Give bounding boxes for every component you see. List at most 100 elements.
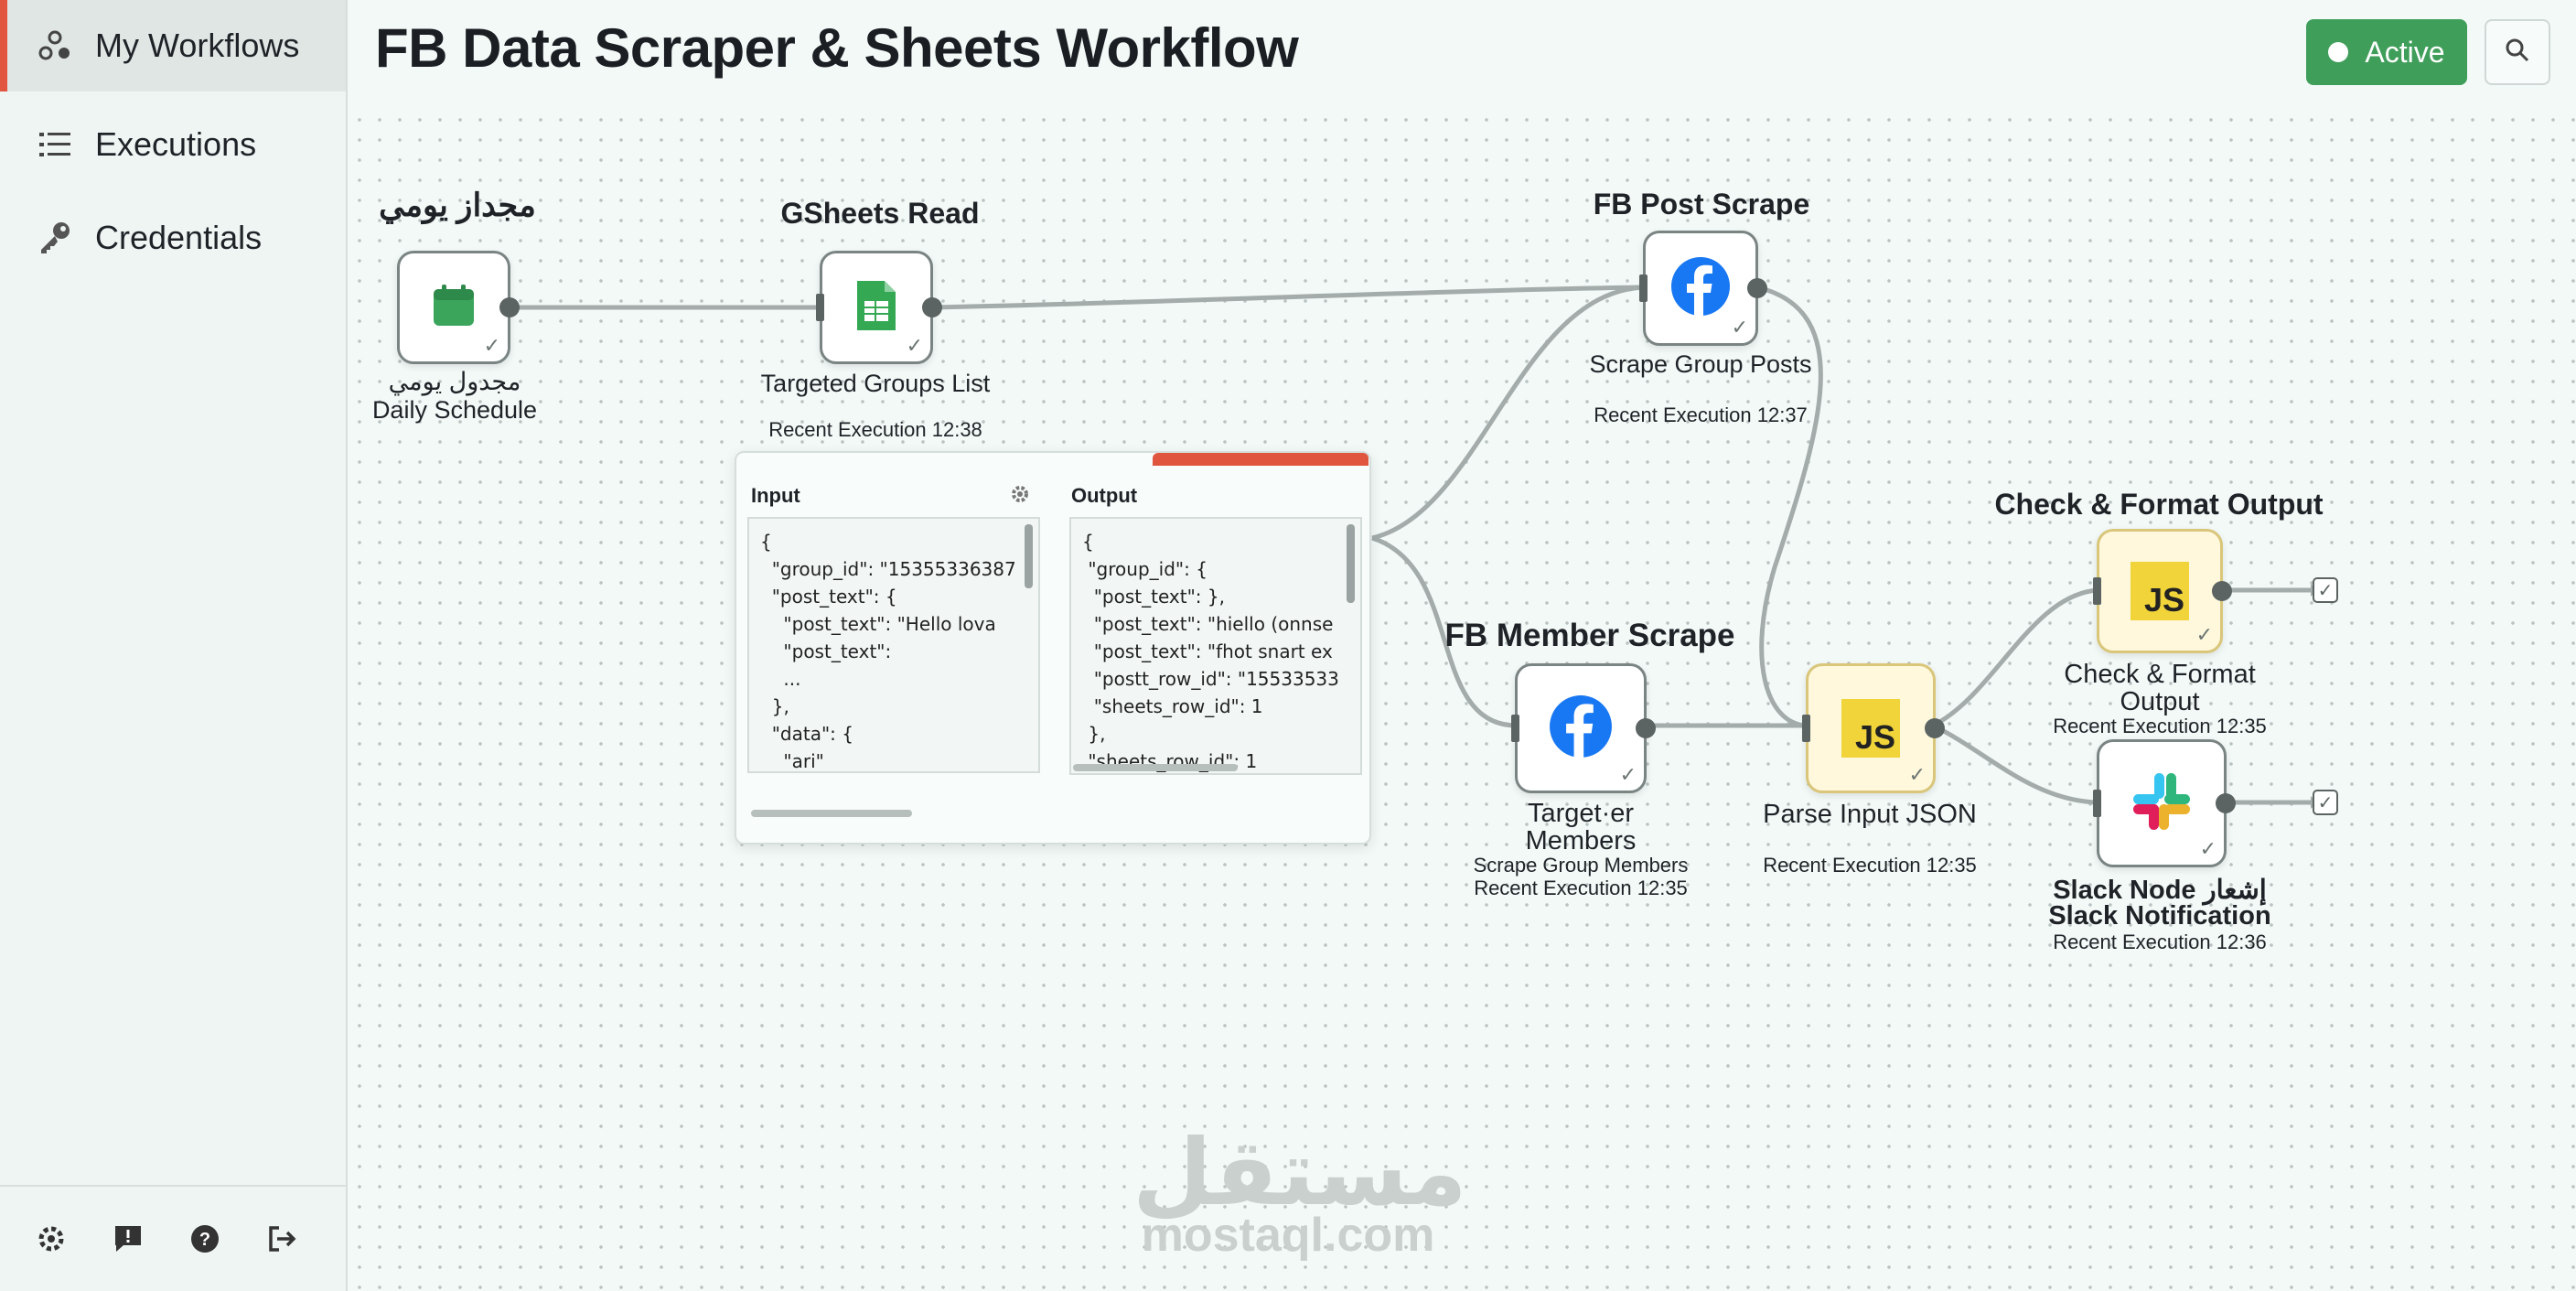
node-data-panel: Input Output { "group_id": "15355336387 … [735, 451, 1371, 845]
slack-node[interactable]: ✓ [2093, 739, 2236, 867]
javascript-icon: JS [2131, 562, 2189, 620]
output-json-view[interactable]: { "group_id": { "post_text": }, "post_te… [1069, 517, 1362, 775]
gsheets-heading: GSheets Read [780, 197, 980, 230]
input-port[interactable] [1511, 715, 1519, 742]
google-sheets-icon [855, 279, 897, 337]
fb-post-heading: FB Post Scrape [1593, 188, 1810, 221]
input-title: Input [751, 484, 800, 507]
active-toggle-button[interactable]: Active [2306, 19, 2467, 85]
status-dot-icon [2328, 42, 2349, 62]
code-line: "post_text": "fhot snart ex [1082, 640, 1333, 662]
input-port[interactable] [1639, 274, 1648, 302]
code-line: "group_id": "15355336387 [760, 558, 1016, 580]
success-check-icon: ✓ [2199, 837, 2216, 860]
code-line: { [1082, 531, 1094, 553]
watermark-latin: mostaql.com [1141, 1209, 1435, 1262]
output-title: Output [1071, 484, 1138, 507]
fb-member-heading: FB Member Scrape [1444, 618, 1735, 653]
parse-json-node[interactable]: JS ✓ [1802, 663, 1945, 793]
code-line: "post_text": }, [1082, 586, 1225, 608]
fb-member-node[interactable]: ✓ [1511, 663, 1656, 793]
output-port[interactable] [1925, 718, 1945, 738]
workflows-icon [35, 26, 75, 66]
code-line: "post_text": "Hello lova [760, 613, 996, 635]
edge-panel-fbmember [1371, 535, 1516, 728]
facebook-icon [1670, 256, 1731, 321]
sidebar: My Workflows Executions Credentials ? [0, 0, 348, 1291]
slack-icon [2130, 769, 2194, 838]
page-title: FB Data Scraper & Sheets Workflow [375, 17, 1299, 79]
scrollbar[interactable] [1347, 524, 1355, 603]
fb-member-name-1: Target·er [1527, 799, 1635, 828]
sidebar-item-executions[interactable]: Executions [0, 99, 346, 190]
edge-parse-check [1931, 587, 2098, 728]
facebook-icon [1549, 694, 1613, 763]
gsheets-exec: Recent Execution 12:38 [768, 418, 982, 441]
output-port[interactable] [2216, 793, 2236, 813]
input-port[interactable] [1802, 715, 1810, 742]
scrollbar[interactable] [751, 810, 912, 817]
input-port[interactable] [816, 294, 824, 321]
code-line: "postt_row_id": "15533533 [1082, 668, 1339, 690]
success-check-icon: ✓ [1619, 763, 1637, 786]
output-port[interactable] [2212, 581, 2232, 601]
fb-member-name-2: Members [1525, 826, 1637, 855]
edge-panel-fbpost [1371, 285, 1645, 541]
help-icon[interactable]: ? [187, 1221, 223, 1257]
search-button[interactable] [2485, 19, 2550, 85]
key-icon [35, 218, 75, 258]
edge-gsheets-fbpost [930, 285, 1645, 310]
sidebar-item-label: Executions [95, 125, 257, 163]
output-port[interactable] [1636, 718, 1656, 738]
code-line: "data": { [760, 723, 853, 745]
edge-parse-slack [1931, 723, 2098, 805]
code-line: }, [1082, 723, 1106, 745]
check-format-node[interactable]: JS ✓ [2093, 529, 2232, 653]
input-port[interactable] [2093, 790, 2101, 817]
fb-post-name: Scrape Group Posts [1589, 350, 1812, 378]
check-name-1: Check & Format [2064, 660, 2256, 689]
scrollbar[interactable] [1073, 764, 1238, 771]
settings-icon[interactable] [33, 1221, 70, 1257]
fb-post-node[interactable]: ✓ [1639, 231, 1767, 346]
edge-fbpost-parse [1756, 285, 1823, 728]
list-icon [35, 124, 75, 165]
gear-icon[interactable] [1009, 483, 1031, 510]
search-icon [2505, 38, 2530, 68]
output-check-box[interactable]: ✓ [2313, 577, 2338, 603]
schedule-heading: مجداز يومي [379, 188, 536, 223]
output-port[interactable] [922, 297, 942, 317]
code-line: "ari" [760, 750, 824, 772]
schedule-name: Daily Schedule [371, 396, 538, 424]
check-heading: Check & Format Output [1994, 488, 2324, 521]
logout-icon[interactable] [263, 1221, 300, 1257]
code-line: "sheets_row_id": 1 [1082, 695, 1263, 717]
sidebar-item-my-workflows[interactable]: My Workflows [0, 0, 346, 91]
scrollbar[interactable] [1025, 524, 1033, 588]
sidebar-item-credentials[interactable]: Credentials [0, 192, 346, 284]
schedule-node[interactable]: ✓ [397, 251, 520, 364]
output-check-box[interactable]: ✓ [2313, 790, 2338, 815]
slack-exec: Recent Execution 12:36 [2053, 931, 2267, 953]
calendar-icon [428, 280, 479, 336]
parse-json-name: Parse Input JSON [1763, 800, 1977, 829]
output-port[interactable] [1747, 278, 1767, 298]
fb-post-exec: Recent Execution 12:37 [1594, 403, 1808, 426]
success-check-icon: ✓ [906, 334, 923, 357]
sidebar-item-label: My Workflows [95, 27, 300, 64]
code-line: "post_text": { [760, 586, 897, 608]
output-port[interactable] [499, 297, 520, 317]
sidebar-footer: ? [0, 1185, 346, 1291]
success-check-icon: ✓ [2195, 623, 2213, 646]
input-port[interactable] [2093, 577, 2101, 605]
feedback-icon[interactable] [110, 1221, 146, 1257]
success-check-icon: ✓ [1731, 316, 1748, 339]
schedule-name-ar: مجدول يومي [388, 368, 521, 395]
watermark: مستقل mostaql.com [1132, 1127, 1467, 1263]
gsheets-node[interactable]: ✓ [816, 251, 942, 364]
input-json-view[interactable]: { "group_id": "15355336387 "post_text": … [747, 517, 1040, 773]
svg-text:?: ? [199, 1230, 210, 1250]
success-check-icon: ✓ [483, 334, 500, 357]
fb-member-exec: Recent Execution 12:35 [1474, 877, 1688, 899]
